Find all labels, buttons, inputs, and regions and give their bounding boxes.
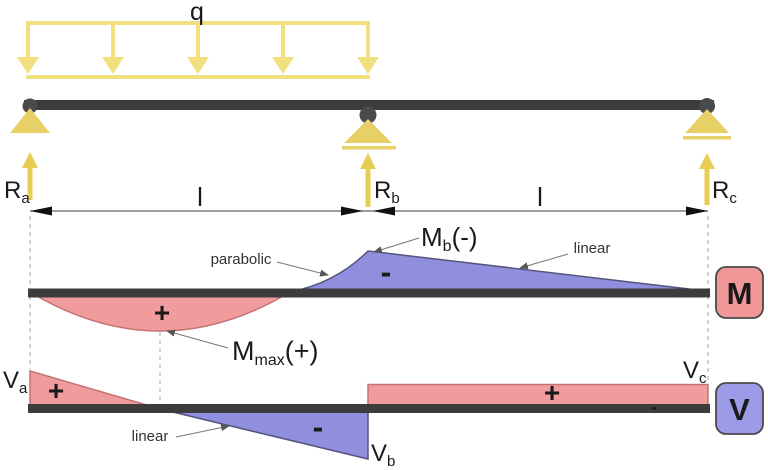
distributed-load xyxy=(17,21,379,79)
supports xyxy=(10,108,731,150)
moment-plus-sign: + xyxy=(154,297,170,328)
linear-leader-shear xyxy=(175,424,230,438)
beam-joint-c xyxy=(699,98,715,114)
load-arrow xyxy=(17,25,39,74)
moment-negative-region xyxy=(289,250,707,293)
parabolic-label: parabolic xyxy=(211,251,272,268)
reaction-label-a: Ra xyxy=(4,177,30,207)
shear-badge: V xyxy=(715,382,764,435)
moment-minus-sign: - xyxy=(381,254,392,290)
mmax-label: Mmax(+) xyxy=(232,336,318,369)
shear-positive-right-region xyxy=(367,383,709,407)
vc-label: Vc xyxy=(683,357,707,387)
parabolic-leader xyxy=(276,261,329,277)
va-label: Va xyxy=(3,367,28,397)
support-c-triangle xyxy=(685,109,729,133)
shear-baseline xyxy=(28,404,710,413)
mb-label: Mb(-) xyxy=(421,222,478,255)
mb-leader xyxy=(373,237,420,254)
reaction-label-b: Rb xyxy=(374,177,400,207)
reference-lines xyxy=(29,216,709,401)
moment-badge-label: M xyxy=(727,276,753,311)
support-b-ground-line xyxy=(342,146,396,150)
linear-leader-moment xyxy=(519,253,569,270)
reaction-arrow-b xyxy=(360,153,376,207)
load-arrow xyxy=(102,25,124,74)
load-bottom-line xyxy=(26,75,370,79)
shear-badge-box xyxy=(715,382,764,435)
moment-badge-box xyxy=(715,266,764,319)
shear-plus-right: + xyxy=(544,377,560,408)
moment-diagram: + - parabolic Mb(-) linear Mmax(+) M xyxy=(27,222,764,369)
linear-label-moment: linear xyxy=(574,240,611,257)
reaction-arrows xyxy=(22,152,715,207)
reaction-label-c: Rc xyxy=(712,177,737,207)
beam xyxy=(22,98,715,124)
moment-badge: M xyxy=(715,266,764,319)
moment-baseline xyxy=(28,288,710,298)
reaction-arrow-c xyxy=(699,153,715,205)
dimension-arrow-mid-right xyxy=(373,206,395,216)
dimension-arrow-right xyxy=(686,206,708,216)
dimension-arrow-left xyxy=(30,206,52,216)
beam-joint-a xyxy=(22,98,38,114)
support-a-triangle xyxy=(10,108,50,133)
vb-label: Vb xyxy=(371,440,395,470)
mmax-leader xyxy=(166,329,229,349)
shear-diagram: Va + - + - Vb Vc linear V xyxy=(3,357,764,470)
shear-minus-sign: - xyxy=(313,409,324,445)
support-b-triangle xyxy=(344,119,392,143)
reaction-arrow-a xyxy=(22,152,38,200)
load-arrow xyxy=(187,25,209,74)
load-arrow xyxy=(272,25,294,74)
load-arrow xyxy=(357,25,379,74)
dimension-line: l l xyxy=(30,182,708,216)
shear-minus-small: - xyxy=(651,397,657,417)
span-label-right: l xyxy=(537,182,543,212)
shear-negative-region xyxy=(151,406,369,460)
load-label-q: q xyxy=(190,0,204,26)
beam-joint-b xyxy=(359,106,377,124)
load-top-line xyxy=(26,21,370,25)
shear-plus-left: + xyxy=(48,375,64,406)
beam-bar xyxy=(24,100,714,110)
support-c-ground-line xyxy=(683,136,731,140)
shear-badge-label: V xyxy=(729,392,750,427)
linear-label-shear: linear xyxy=(132,428,169,445)
span-label-left: l xyxy=(197,182,203,212)
dimension-arrow-mid-left xyxy=(341,206,363,216)
